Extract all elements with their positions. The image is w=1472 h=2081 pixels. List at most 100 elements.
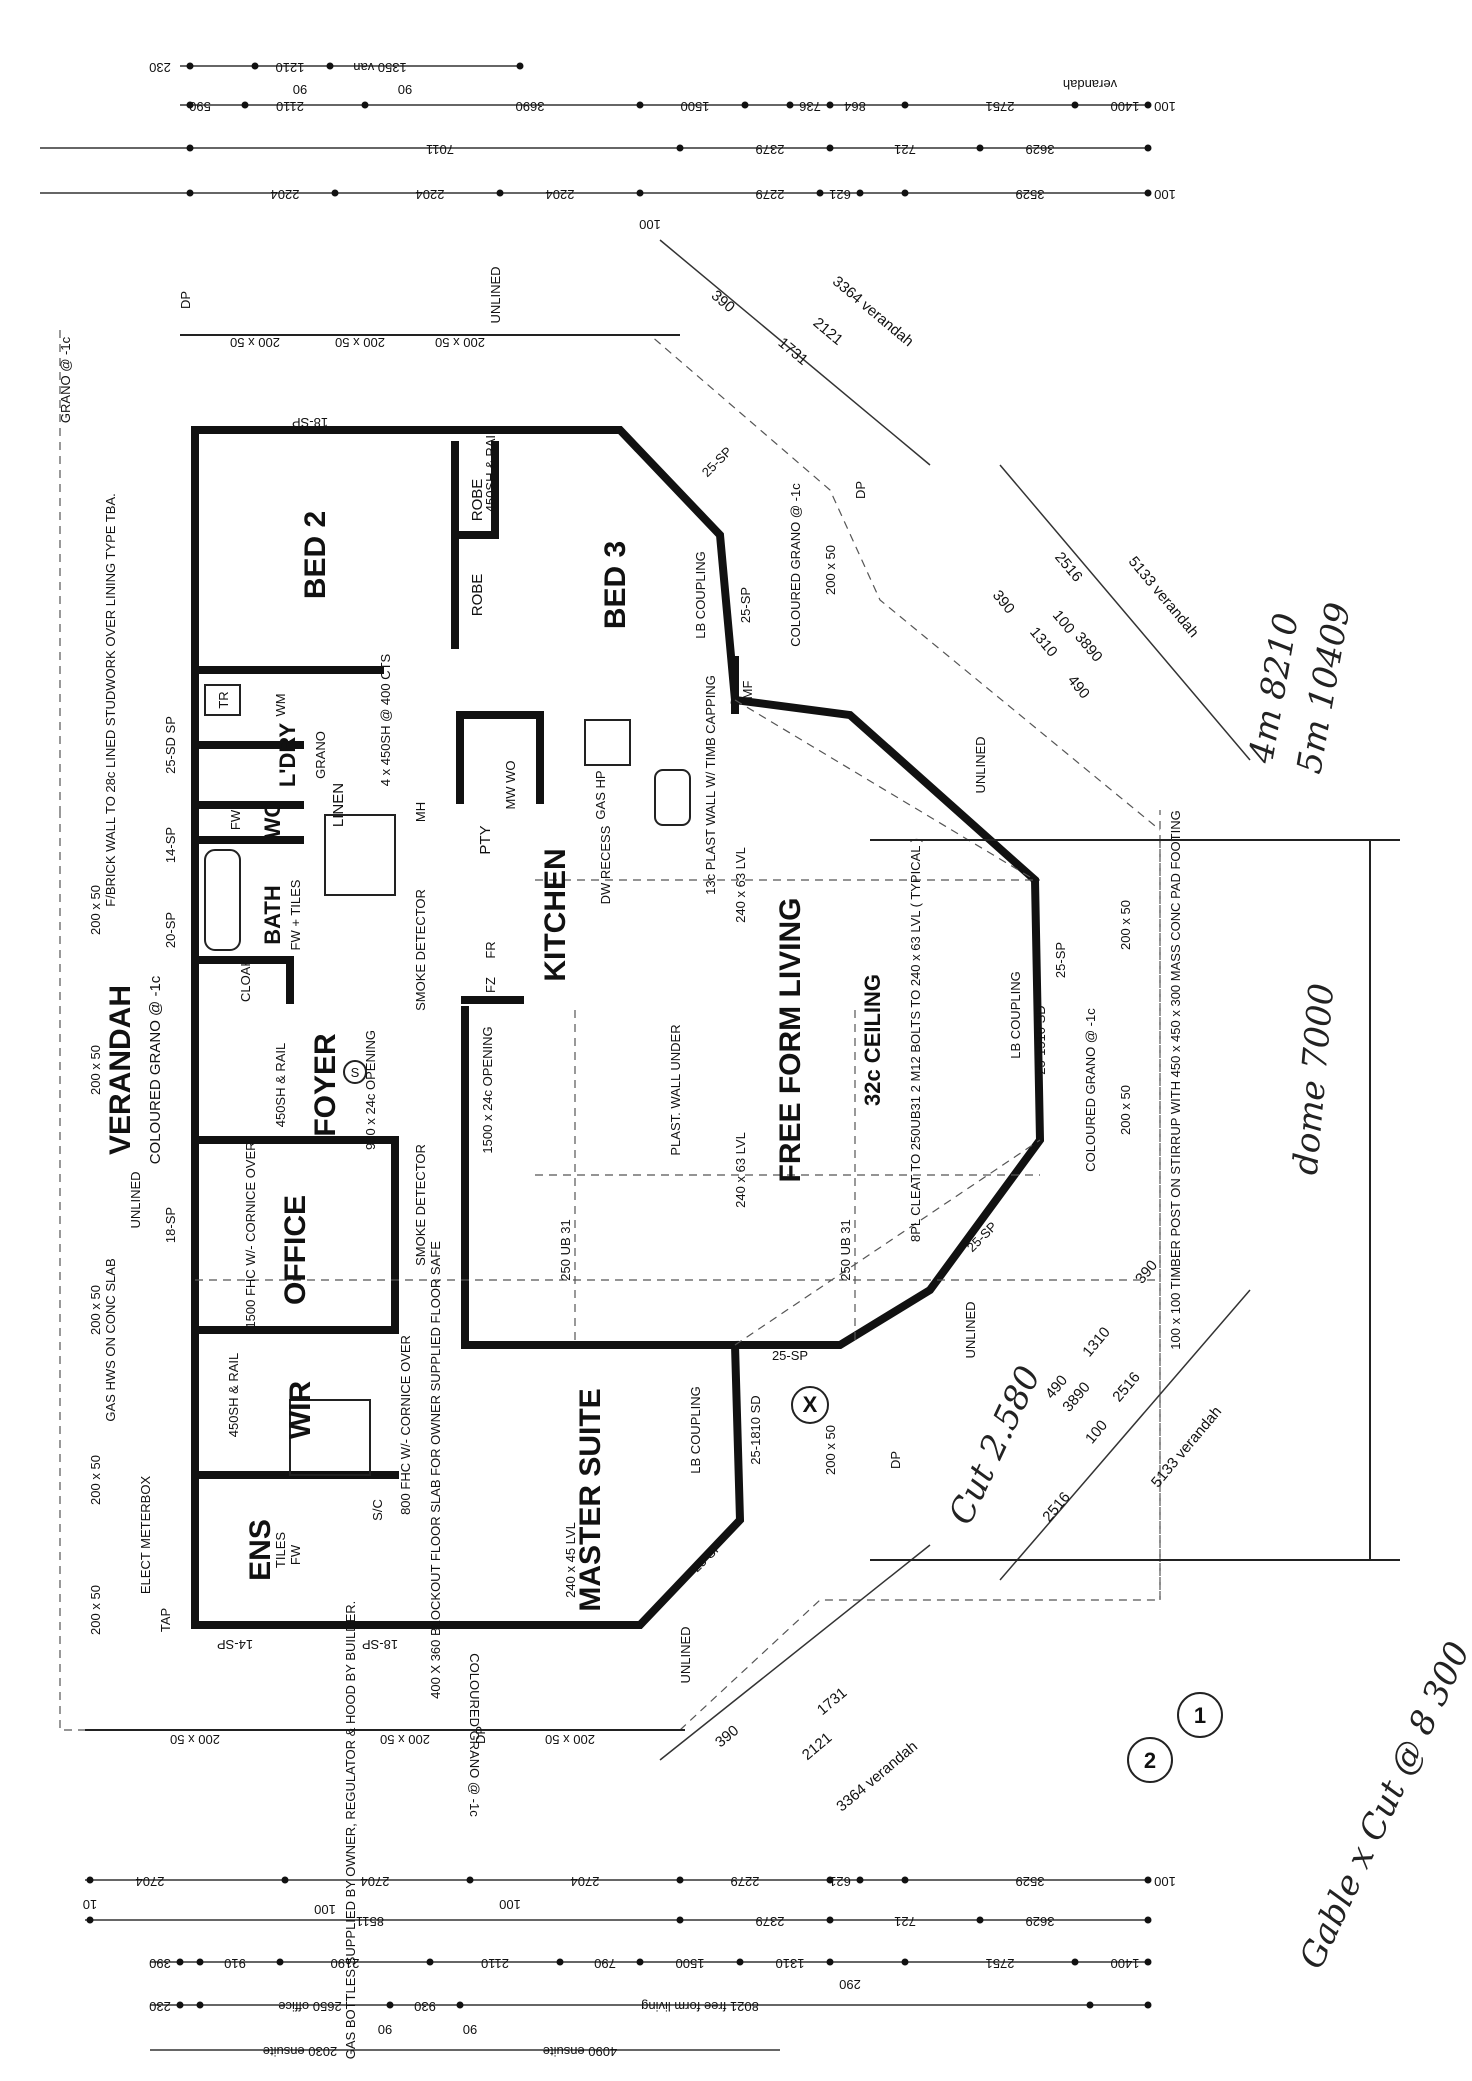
bottom-ticks-tick-1962-2	[276, 1958, 284, 1966]
bot-r1-0: 3529	[1016, 1874, 1045, 1889]
top-r3-0: 1400	[1111, 99, 1140, 114]
seg-200x50-2: 200 x 50	[88, 1045, 103, 1095]
top-r4-2: 230	[149, 60, 171, 75]
vdim-2516-bottom-2: 2516	[1039, 1489, 1073, 1525]
top-ticks-tick-105-4	[741, 101, 749, 109]
seg-200x50-7: 200 x 50	[1118, 1085, 1133, 1135]
top-ticks-tick-105-6	[826, 101, 834, 109]
top-r4-3: 90	[293, 82, 307, 97]
room-kitchen: KITCHEN	[539, 848, 572, 981]
top-dim-text: 3529 2279 2204 2204 2204 100 621 100 362…	[149, 60, 1176, 232]
vdim-390-top: 390	[708, 287, 738, 316]
top-ticks-tick-148-3	[976, 144, 984, 152]
bot-r1-7: 100	[1154, 1874, 1176, 1889]
room-foyer: FOYER	[309, 1033, 342, 1137]
bottom-ticks-tick-1880-0	[86, 1876, 94, 1884]
bottom-ticks-tick-1962-0	[176, 1958, 184, 1966]
note-dp-3: DP	[473, 1726, 488, 1744]
top-r2-0: 3629	[1026, 142, 1055, 157]
note-unlined-4: UNLINED	[128, 1171, 143, 1228]
seg-200x50-15: 200 x 50	[545, 1732, 595, 1747]
top-ticks-tick-105-9	[1144, 101, 1152, 109]
bot-r2-0: 3629	[1026, 1914, 1055, 1929]
bot-r3-6: 2190	[331, 1956, 360, 1971]
top-ticks-tick-148-2	[826, 144, 834, 152]
note-fz: FZ	[483, 977, 498, 993]
top-r4-4: 90	[398, 82, 412, 97]
bot-r4-2: 2650 office	[278, 1999, 341, 2014]
note-sc: S/C	[370, 1499, 385, 1521]
bottom-ticks-tick-2005-1	[196, 2001, 204, 2009]
bottom-ticks-tick-1920-3	[976, 1916, 984, 1924]
bottom-ticks-tick-1880-4	[826, 1876, 834, 1884]
seg-sp-1: 25-SP	[738, 587, 753, 623]
note-grano-top: GRANO @ -1c	[58, 336, 73, 423]
vdim-390-bottom: 390	[712, 1722, 742, 1751]
bottom-ticks-tick-1880-7	[1144, 1876, 1152, 1884]
top-verandah-label: verandah	[1063, 77, 1117, 92]
note-ceiling: 32c CEILING	[860, 974, 885, 1106]
top-r1-1: 2279	[756, 187, 785, 202]
seg-200x50-1: 200 x 50	[88, 885, 103, 935]
section-1-label: 1	[1194, 1703, 1206, 1728]
vdim-390-bottom-right: 390	[1132, 1257, 1161, 1287]
bottom-ticks-tick-2005-2	[386, 2001, 394, 2009]
bot-r2-3: 8511	[356, 1914, 384, 1929]
house-walls	[191, 426, 1045, 1629]
top-ticks-tick-148-0	[186, 144, 194, 152]
top-ticks-tick-193-2	[496, 189, 504, 197]
bot-r3-5: 2110	[481, 1956, 509, 1971]
bot-r4-5: 90	[463, 2022, 477, 2037]
bot-r1-8: 10	[83, 1897, 97, 1912]
trough	[204, 684, 241, 716]
top-r3-7: 590	[189, 99, 211, 114]
seg-sp18-1: 18-SP	[292, 415, 328, 430]
note-dp-1: DP	[178, 291, 193, 309]
vdim-2121-top: 2121	[810, 314, 846, 348]
note-unlined-3: UNLINED	[678, 1626, 693, 1683]
seg-sp14-2: 14-SP	[217, 1637, 253, 1652]
bot-r3-2: 1310	[776, 1956, 805, 1971]
shower-bath	[324, 814, 396, 896]
seg-sd-1510: 25-1510 SD	[1033, 1005, 1048, 1074]
seg-200x50-8: 200 x 50	[823, 545, 838, 595]
seg-sp-6: 25-SP	[772, 1348, 808, 1363]
note-coloured-grano: COLOURED GRANO @ -1c	[1083, 1008, 1098, 1172]
top-r4-0: 1350 van	[353, 60, 407, 75]
seg-sp20: 20-SP	[163, 912, 178, 948]
note-gas-hws: GAS HWS ON CONC SLAB	[103, 1258, 118, 1421]
bottom-dimension-block	[85, 1876, 1152, 2051]
bottom-ticks-tick-1920-1	[676, 1916, 684, 1924]
room-laundry-note: GRANO	[313, 731, 328, 779]
note-sh-rail-1: 450SH & RAIL	[483, 428, 498, 513]
section-markers: 1 2 X S	[351, 1065, 1223, 1783]
top-ticks-tick-105-8	[1071, 101, 1079, 109]
vdim-1731-top: 1731	[775, 334, 811, 368]
bottom-ticks-tick-1920-0	[86, 1916, 94, 1924]
vdim-2516-top: 2516	[1051, 549, 1085, 585]
seg-sp18-3: 18-SP	[362, 1637, 398, 1652]
seg-200x50-4: 200 x 50	[88, 1455, 103, 1505]
vdim-line-bottom	[659, 1544, 931, 1761]
note-brick-wall: F/BRICK WALL TO 28c LINED STUDWORK OVER …	[103, 493, 118, 906]
bot-r5-1: 2030 ensuite	[263, 2044, 337, 2059]
note-unlined-5: UNLINED	[488, 266, 503, 323]
top-r3-3: 736	[799, 99, 821, 114]
bottom-ticks-tick-1880-5	[856, 1876, 864, 1884]
bot-r4-3: 230	[149, 1999, 171, 2014]
sink	[654, 769, 691, 826]
vdim-100-bottom: 100	[1082, 1417, 1111, 1447]
note-dw-recess: DW RECESS	[598, 825, 613, 904]
bottom-ticks-tick-1962-8	[901, 1958, 909, 1966]
bottom-ticks-tick-1962-4	[556, 1958, 564, 1966]
verandah-edge-lower	[59, 810, 1161, 1731]
bottom-ticks-tick-2005-5	[1144, 2001, 1152, 2009]
note-ub31-a: 250 UB 31	[558, 1219, 573, 1280]
top-r1-0: 3529	[1016, 187, 1045, 202]
note-gas-bottles: GAS BOTTLES SUPPLIED BY OWNER, REGULATOR…	[343, 1601, 358, 2060]
seg-200x50-9: 200 x 50	[823, 1425, 838, 1475]
seg-200x50-6: 200 x 50	[1118, 900, 1133, 950]
vdim-2516-bottom: 2516	[1109, 1369, 1143, 1405]
top-ticks-tick-193-5	[856, 189, 864, 197]
vdim-3364-bottom: 3364 verandah	[833, 1738, 921, 1815]
